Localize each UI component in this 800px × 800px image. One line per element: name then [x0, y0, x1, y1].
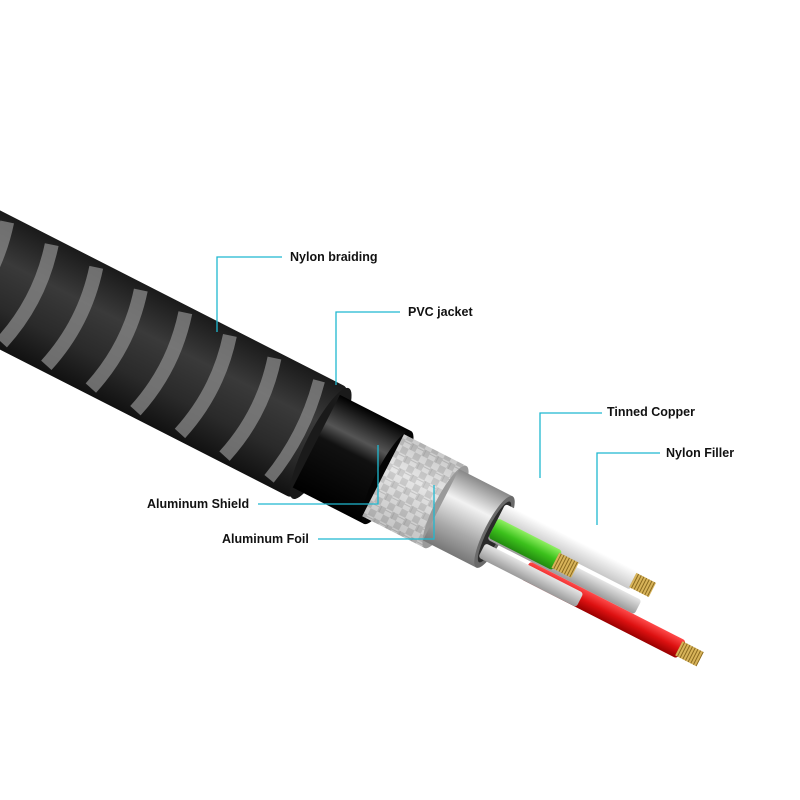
grey-wire: [479, 544, 583, 607]
nylon-braiding-layer: [0, 199, 347, 497]
label-aluminum-shield: Aluminum Shield: [147, 497, 250, 511]
leader-tinned-copper: [539, 412, 602, 478]
leader-lines: [216, 256, 660, 540]
leader-pvc-jacket: [335, 311, 400, 385]
label-aluminum-foil: Aluminum Foil: [222, 532, 309, 546]
braid-pattern: [0, 220, 325, 483]
copper-strands-green: [551, 552, 579, 578]
label-tinned-copper: Tinned Copper: [607, 405, 695, 419]
leader-nylon-filler: [596, 452, 660, 525]
green-wire: [489, 519, 562, 570]
copper-strands-red: [675, 641, 704, 667]
copper-strands-white: [629, 572, 657, 598]
leader-aluminum-foil: [318, 485, 435, 540]
pvc-jacket-layer: [292, 394, 412, 524]
leader-nylon-braiding: [216, 256, 282, 332]
cable-body: [0, 199, 704, 667]
label-nylon-filler: Nylon Filler: [666, 446, 735, 460]
label-pvc-jacket: PVC jacket: [408, 305, 473, 319]
aluminum-foil-layer: [422, 469, 513, 568]
label-nylon-braiding: Nylon braiding: [290, 250, 378, 264]
leader-aluminum-shield: [258, 445, 379, 505]
white-wire: [497, 504, 639, 589]
